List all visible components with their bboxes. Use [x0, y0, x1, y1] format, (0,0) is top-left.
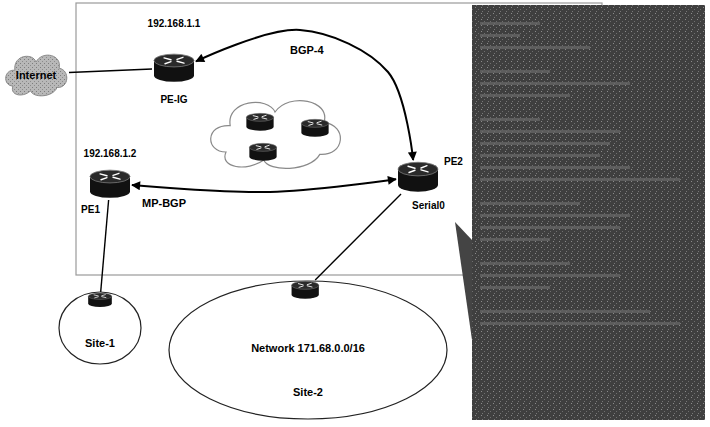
router-shape: [88, 168, 132, 200]
router-shape: [396, 160, 440, 194]
site-router: [88, 293, 112, 307]
edge-label: MP-BGP: [140, 197, 188, 210]
node-label: Internet: [16, 69, 56, 82]
site-outline: [169, 281, 447, 419]
router-label: PE-IG: [160, 94, 187, 106]
router-label: PE2: [444, 156, 463, 168]
node-label: Site-1: [85, 337, 115, 350]
router-shape: [152, 52, 196, 84]
core-router: [249, 143, 276, 160]
site-ellipse: Network 171.68.0.0/16Site-2: [168, 280, 448, 420]
core-router: [301, 119, 328, 136]
site-outline: [59, 292, 141, 364]
core-router: [246, 113, 273, 130]
ellipse-shape: [58, 291, 142, 365]
link-line: [101, 200, 109, 292]
node-label: Site-2: [293, 386, 323, 399]
cloud-outline: [6, 55, 67, 96]
router-icon: [154, 54, 194, 82]
core-cloud: [211, 101, 341, 169]
router-label: Serial0: [412, 200, 445, 212]
session-arrow: [132, 179, 396, 192]
router-node: PE2Serial0: [396, 160, 440, 194]
internet-cloud: Internet: [3, 50, 69, 98]
node-label: Network 171.68.0.0/16: [251, 342, 365, 355]
router-icon: [398, 162, 438, 191]
config-callout: [455, 5, 705, 420]
link-line: [69, 69, 152, 73]
router-label: 192.168.1.2: [84, 148, 137, 160]
router-label: PE1: [81, 204, 100, 216]
router-node: 192.168.1.2PE1: [88, 168, 132, 200]
site-ellipse: Site-1: [58, 291, 142, 365]
edge-label: BGP-4: [288, 44, 326, 57]
router-node: 192.168.1.1PE-IG: [152, 52, 196, 84]
link-line: [315, 194, 401, 280]
session-arrow: [196, 30, 413, 160]
site-router: [292, 281, 319, 298]
router-label: 192.168.1.1: [148, 18, 201, 30]
router-icon: [90, 170, 130, 198]
